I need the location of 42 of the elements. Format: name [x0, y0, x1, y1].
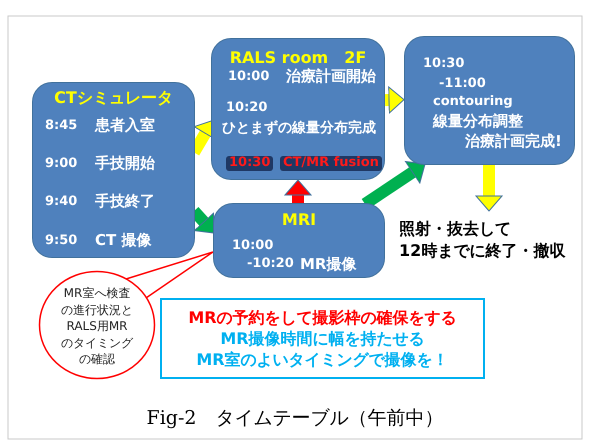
step-text: 治療計画完成!	[465, 133, 562, 150]
time-label: 9:50	[45, 234, 78, 249]
step-text: 治療計画開始	[286, 68, 376, 86]
block-arrow	[476, 165, 502, 212]
callout-text: MR室へ検査の進行状況とRALS用MRのタイミングの確認	[61, 285, 133, 368]
time-label: 10:00	[228, 70, 270, 85]
time-label: -10:20	[247, 257, 294, 272]
speech-bubble	[38, 270, 156, 380]
time-label: 9:40	[45, 195, 78, 210]
box-title: MRI	[280, 211, 318, 230]
time-label: -11:00	[439, 77, 486, 92]
callout-tail	[124, 251, 214, 299]
time-label: 9:00	[45, 157, 78, 172]
note-panel	[160, 298, 485, 379]
note-text: MRの予約をして撮影枠の確保をする	[187, 309, 458, 328]
box-title: RALS room 2F	[228, 49, 368, 68]
caption: Fig-2 タイムテーブル（午前中）	[146, 406, 444, 431]
step-text: 10:30	[226, 156, 274, 171]
note-text: MR撮像時間に幅を持たせる	[219, 330, 426, 348]
box-title: CTシミュレータ	[53, 89, 174, 108]
process-box	[213, 203, 385, 278]
time-label: 8:45	[45, 119, 78, 134]
step-text: ひとまずの線量分布完成	[222, 120, 376, 136]
process-box	[211, 38, 385, 180]
time-label: 10:30	[423, 57, 464, 72]
note-text: 照射・抜去して	[399, 220, 511, 238]
time-label: 10:20	[226, 101, 268, 116]
step-text: MR撮像	[300, 256, 356, 274]
block-arrow	[284, 180, 312, 203]
step-text: 手技終了	[95, 193, 155, 210]
block-arrow	[384, 86, 404, 114]
step-text: CT/MR fusion	[280, 156, 382, 171]
note-text: 12時までに終了・撤収	[399, 242, 566, 260]
process-box	[404, 36, 575, 165]
step-text: 患者入室	[95, 117, 155, 134]
step-text: 線量分布調整	[433, 113, 523, 130]
time-label: 10:00	[232, 239, 274, 254]
step-text: 手技開始	[95, 155, 155, 172]
process-box	[32, 82, 195, 258]
time-label: contouring	[433, 95, 513, 110]
step-text: CT 撮像	[95, 232, 152, 250]
note-text: MR室のよいタイミングで撮像を！	[195, 351, 450, 370]
